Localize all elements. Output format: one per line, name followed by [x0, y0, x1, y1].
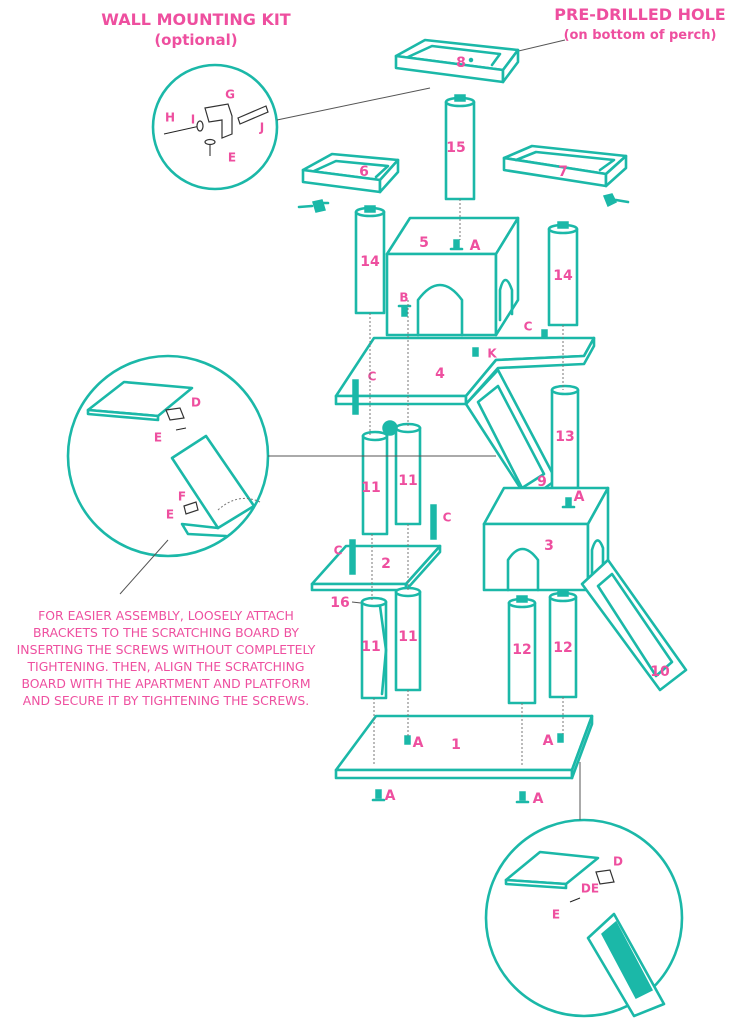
assembly-note: FOR EASIER ASSEMBLY, LOOSELY ATTACH BRAC… — [17, 608, 316, 708]
part-label-3: 3 — [544, 538, 554, 554]
hw-label-C-mid: C — [443, 511, 452, 525]
hw-label-C-low: C — [334, 544, 343, 558]
post-15: 15 — [444, 94, 476, 201]
part-label-14-right: 14 — [553, 268, 573, 284]
post-14-right: 14 — [547, 221, 579, 327]
hw-label-B: B — [399, 291, 408, 305]
post-14-left: 14 — [354, 205, 386, 315]
note-line-4: TIGHTENING. THEN, ALIGN THE SCRATCHING — [26, 659, 304, 674]
part-label-10: 10 — [650, 664, 670, 680]
hw-label-I: I — [191, 113, 195, 127]
part-label-9: 9 — [537, 474, 547, 490]
part-label-11-ur: 11 — [398, 473, 417, 489]
hw-label-DE-right: DE — [581, 882, 599, 896]
note-line-5: BOARD WITH THE APARTMENT AND PLATFORM — [21, 676, 310, 691]
note-line-6: AND SECURE IT BY TIGHTENING THE SCREWS. — [23, 693, 309, 708]
hw-label-A-base-1: A — [413, 735, 424, 751]
scratching-board-10: 10 — [580, 558, 688, 692]
note-line-3: INSERTING THE SCREWS WITHOUT COMPLETELY — [17, 642, 316, 657]
part-label-7: 7 — [558, 164, 568, 180]
part-label-13: 13 — [555, 429, 574, 445]
part-label-6: 6 — [359, 164, 369, 180]
post-11-lower-right: 11 — [394, 586, 422, 692]
perch-8: 8 — [394, 38, 520, 84]
pre-drilled-hole-subtitle: (on bottom of perch) — [564, 28, 717, 43]
part-label-11-ll: 11 — [361, 639, 380, 655]
hw-label-J: J — [259, 121, 264, 135]
base-platform-1: 1 A A A A — [334, 714, 594, 807]
hw-label-K: K — [487, 347, 497, 361]
hw-label-A-base-3: A — [385, 788, 396, 804]
wall-kit-subtitle: (optional) — [154, 31, 237, 49]
part-label-14-left: 14 — [360, 254, 380, 270]
hw-label-D-right: D — [613, 855, 623, 869]
hw-label-C-left: C — [368, 370, 377, 384]
alignment-guides — [369, 199, 564, 766]
post-11-upper-left: 11 — [361, 430, 389, 536]
part-label-8: 8 — [456, 55, 466, 71]
wall-kit-title: WALL MOUNTING KIT — [101, 10, 290, 29]
part-label-2: 2 — [381, 556, 391, 572]
post-12-right: 12 — [548, 589, 578, 699]
note-line-2: BRACKETS TO THE SCRATCHING BOARD BY — [33, 625, 299, 640]
hw-label-E: E — [228, 151, 236, 165]
note-line-1: FOR EASIER ASSEMBLY, LOOSELY ATTACH — [38, 608, 294, 623]
part-label-16: 16 — [330, 595, 349, 611]
part-label-12-right: 12 — [553, 640, 572, 656]
hw-label-A-base-4: A — [533, 791, 544, 807]
part-label-11-lr: 11 — [398, 629, 417, 645]
hw-label-A-5: A — [470, 238, 481, 254]
platform-2: 2 C — [310, 539, 442, 592]
part-label-5: 5 — [419, 235, 429, 251]
hw-label-G: G — [225, 88, 235, 102]
part-label-4: 4 — [435, 366, 445, 382]
scratching-board-detail-right: D DE E — [484, 762, 684, 1018]
hw-label-C-top: C — [524, 320, 533, 334]
pre-drilled-hole-title: PRE-DRILLED HOLE — [554, 5, 725, 24]
hw-label-E-detail-2: E — [166, 508, 174, 522]
spring-C-mid: C — [430, 504, 452, 540]
hw-label-E-detail-1: E — [154, 431, 162, 445]
scratching-board-9: 9 — [464, 368, 558, 502]
part-label-11-ul: 11 — [361, 480, 380, 496]
wall-kit-detail: G H I J E — [151, 63, 431, 191]
hw-label-F-detail: F — [178, 490, 186, 504]
part-label-15: 15 — [446, 140, 465, 156]
apartment-3: 3 A — [482, 486, 610, 592]
hw-label-H: H — [165, 111, 175, 125]
scratching-board-detail-left: D E F E — [66, 354, 496, 595]
hw-label-A-base-2: A — [543, 733, 554, 749]
post-11-upper-right: 11 — [382, 420, 422, 526]
post-11-lower-left: 11 — [360, 596, 388, 700]
part-label-1: 1 — [451, 737, 461, 753]
apartment-5: 5 A — [385, 216, 520, 337]
perch-7: 7 — [502, 144, 630, 208]
hw-label-D-detail: D — [191, 396, 201, 410]
post-13: 13 — [550, 384, 580, 490]
perch-6: 6 — [297, 152, 400, 213]
hw-label-A-3: A — [574, 489, 585, 505]
part-label-12-left: 12 — [512, 642, 531, 658]
post-12-left: 12 — [507, 595, 537, 705]
hw-label-E-right: E — [552, 908, 560, 922]
